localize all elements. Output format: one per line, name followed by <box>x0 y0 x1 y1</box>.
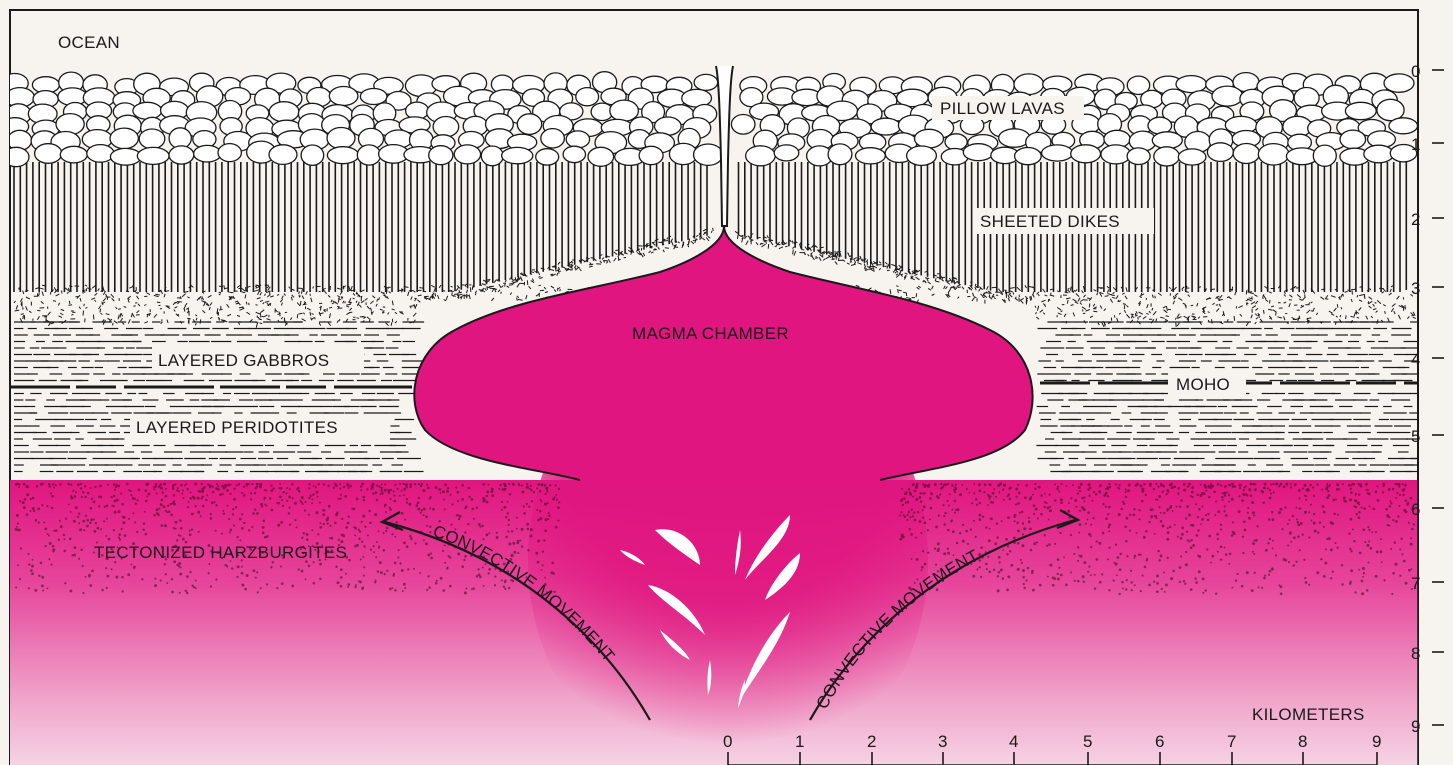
depth-tick-label-5: 5 <box>1411 427 1420 446</box>
depth-tick-label-8: 8 <box>1411 644 1420 663</box>
horizontal-tick-label-4: 4 <box>1009 732 1018 751</box>
horizontal-tick-label-3: 3 <box>938 732 947 751</box>
label-layered-gabbros: LAYERED GABBROS <box>158 351 329 370</box>
depth-tick-label-9: 9 <box>1411 717 1420 736</box>
horizontal-tick-label-5: 5 <box>1083 732 1092 751</box>
chamber-neck <box>580 478 880 486</box>
depth-tick-label-7: 7 <box>1411 574 1420 593</box>
depth-tick-label-3: 3 <box>1411 279 1420 298</box>
label-kilometers: KILOMETERS <box>1252 705 1365 724</box>
horizontal-tick-label-8: 8 <box>1298 732 1307 751</box>
label-layered-peridotites: LAYERED PERIDOTITES <box>136 418 338 437</box>
label-tectonized-harzburgites: TECTONIZED HARZBURGITES <box>94 543 347 562</box>
depth-tick-label-0: 0 <box>1411 62 1420 81</box>
depth-tick-label-2: 2 <box>1411 210 1420 229</box>
horizontal-tick-label-0: 0 <box>723 732 732 751</box>
label-sheeted-dikes: SHEETED DIKES <box>980 212 1120 231</box>
depth-tick-label-1: 1 <box>1411 135 1420 154</box>
horizontal-tick-label-7: 7 <box>1227 732 1236 751</box>
horizontal-tick-label-9: 9 <box>1372 732 1381 751</box>
horizontal-tick-label-2: 2 <box>867 732 876 751</box>
horizontal-tick-label-1: 1 <box>795 732 804 751</box>
depth-tick-label-4: 4 <box>1411 350 1420 369</box>
label-magma-chamber: MAGMA CHAMBER <box>632 324 789 343</box>
label-moho: MOHO <box>1176 375 1230 394</box>
label-pillow-lavas: PILLOW LAVAS <box>940 99 1065 118</box>
depth-tick-label-6: 6 <box>1411 500 1420 519</box>
horizontal-tick-label-6: 6 <box>1155 732 1164 751</box>
label-ocean: OCEAN <box>58 33 120 52</box>
